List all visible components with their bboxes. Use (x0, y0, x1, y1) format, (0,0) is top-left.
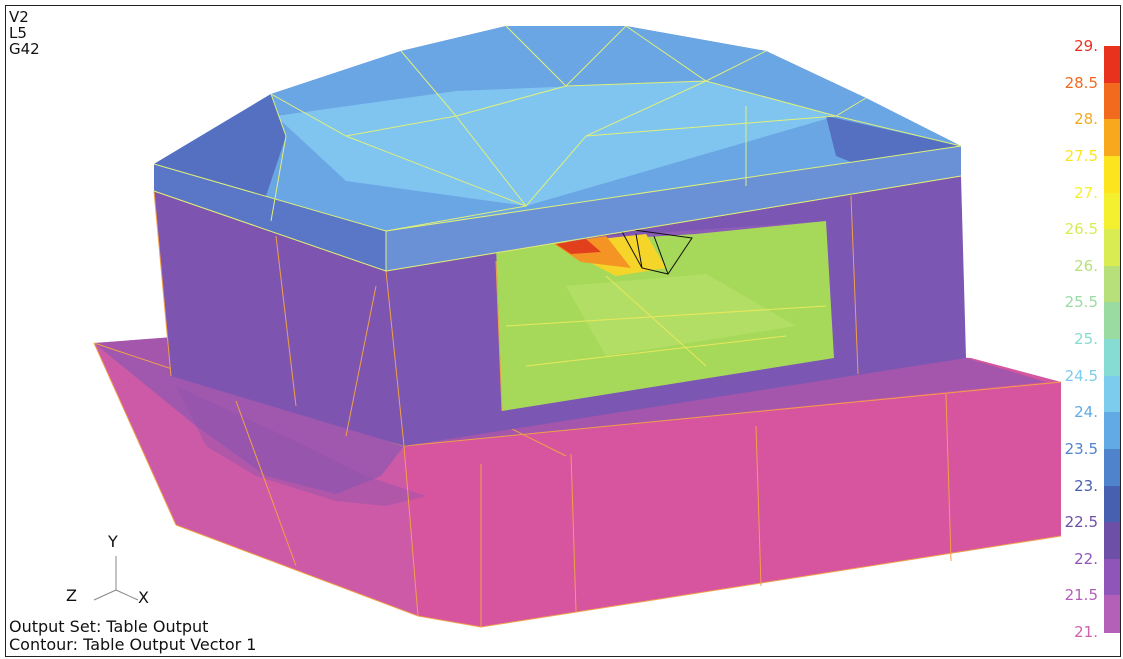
contour-text: Contour: Table Output Vector 1 (9, 635, 257, 654)
legend-value-label: 24.5 (1064, 366, 1098, 385)
legend-color-band (1104, 119, 1120, 157)
legend-color-band (1104, 229, 1120, 267)
legend-value-label: 22. (1074, 549, 1098, 568)
legend-value-label: 27.5 (1064, 146, 1098, 165)
legend-color-band (1104, 558, 1120, 597)
legend-value-label: 26. (1074, 256, 1098, 275)
output-set-text: Output Set: Table Output (9, 617, 209, 636)
axis-triad: Y Z X (58, 528, 168, 608)
legend-value-label: 29. (1074, 37, 1098, 55)
legend-color-band (1104, 192, 1120, 231)
legend-color-band (1104, 46, 1120, 84)
middle-block (153, 175, 966, 447)
triad-axes-icon (93, 556, 139, 601)
legend-value-label: 25.5 (1064, 293, 1098, 312)
legend-color-band (1104, 485, 1120, 524)
legend-color-band (1104, 412, 1120, 450)
legend-color-band (1104, 595, 1120, 633)
legend-value-label: 28. (1074, 110, 1098, 129)
legend-value-label: 22.5 (1064, 513, 1098, 532)
view-label: V2 (9, 8, 29, 26)
legend-value-label: 26.5 (1064, 220, 1098, 239)
legend-color-band (1104, 155, 1120, 194)
triad-x-label: X (138, 588, 149, 607)
legend-color-band (1104, 375, 1120, 414)
legend-value-label: 27. (1074, 183, 1098, 202)
legend-color-band (1104, 448, 1120, 487)
legend-color-band (1104, 82, 1120, 121)
legend-color-band (1104, 522, 1120, 560)
view-info: V2 L5 G42 (9, 9, 40, 57)
legend-value-label: 23. (1074, 476, 1098, 495)
legend-color-band (1104, 339, 1120, 377)
legend-value-label: 28.5 (1064, 73, 1098, 92)
output-info: Output Set: Table Output Contour: Table … (9, 618, 256, 654)
legend-value-label: 24. (1074, 403, 1098, 422)
legend-value-label: 21. (1074, 623, 1098, 641)
triad-z-label: Z (66, 586, 77, 605)
group-label: G42 (9, 40, 40, 58)
top-plate (153, 25, 962, 272)
legend-value-label: 23.5 (1064, 439, 1098, 458)
legend-value-label: 21.5 (1064, 586, 1098, 605)
triad-y-label: Y (108, 532, 118, 551)
legend-value-label: 25. (1074, 330, 1098, 348)
graphics-viewport[interactable]: V2 L5 G42 Y Z X Output Set: Table Output… (5, 5, 1121, 657)
layer-label: L5 (9, 24, 27, 42)
legend-color-band (1104, 265, 1120, 304)
legend-color-band (1104, 302, 1120, 340)
fe-model-render[interactable] (6, 6, 1120, 656)
contour-legend: 29. 28.5 28. 27.5 27. 26.5 26. 25.5 25. 24.5 24. 23… (1045, 36, 1120, 642)
